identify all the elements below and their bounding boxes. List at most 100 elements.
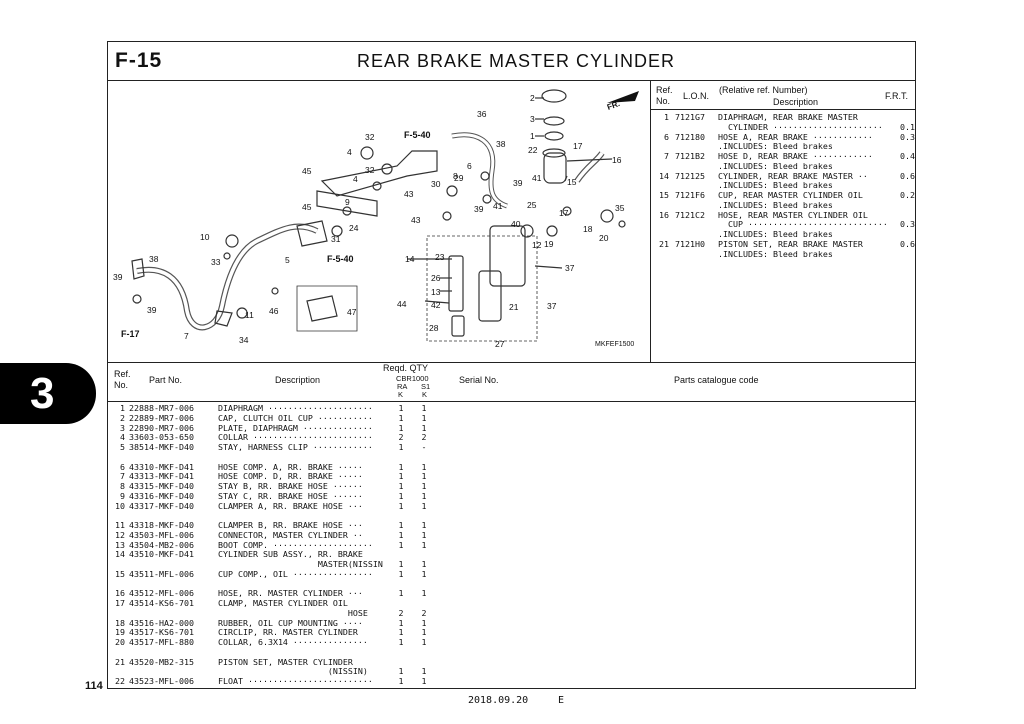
part-description-cell: HOSE, RR. MASTER CYLINDER ···	[218, 589, 363, 599]
callout-4b: 4	[353, 174, 358, 184]
kits-desc-cell: CYLINDER, REAR BRAKE MASTER ··	[718, 171, 868, 181]
part-number-cell: 43510-MKF-D41	[129, 550, 194, 560]
kits-header-no: No.	[656, 96, 671, 106]
part-ref-cell: 1	[120, 404, 125, 413]
qty-ra-cell: 1	[398, 530, 404, 540]
diagram-drawing	[131, 89, 639, 342]
kits-desc-cell: .INCLUDES: Bleed brakes	[718, 142, 833, 152]
kits-desc-cell: .INCLUDES: Bleed brakes	[718, 161, 833, 171]
callout-43a: 43	[404, 189, 414, 199]
ref-f540-mid[interactable]: F-5-40	[327, 254, 354, 264]
part-number-cell: 43511-MFL-006	[129, 569, 194, 579]
callout-38: 38	[496, 139, 506, 149]
callout-10: 10	[200, 232, 210, 242]
parts-header-reqd-qty: Reqd. QTY	[383, 363, 429, 373]
kits-lon-cell: 7121H0	[675, 239, 705, 249]
qty-ra-cell: 1	[398, 638, 404, 647]
table-row	[107, 453, 916, 463]
qty-s1-cell: 1	[421, 521, 427, 530]
callout-36: 36	[477, 109, 487, 119]
part-ref-cell: 11	[115, 521, 125, 530]
kits-ref-cell: 1	[664, 113, 669, 122]
part-number-cell: 43316-MKF-D40	[129, 491, 194, 501]
kits-desc-cell: .INCLUDES: Bleed brakes	[718, 200, 833, 210]
part-ref-cell: 8	[120, 482, 125, 491]
qty-s1-cell: 1	[421, 638, 427, 647]
kits-ref-cell: 6	[664, 132, 669, 142]
callout-32b: 32	[365, 165, 375, 175]
part-description-cell: HOSE	[218, 608, 368, 618]
page-frame	[107, 41, 916, 689]
callout-39a: 39	[513, 178, 523, 188]
qty-ra-cell: 1	[398, 501, 404, 511]
qty-s1-cell: 1	[421, 667, 427, 677]
qty-ra-cell: 1	[398, 462, 404, 472]
parts-header-serial: Serial No.	[459, 375, 499, 385]
kits-lon-cell: 7121B2	[675, 152, 705, 161]
callout-25: 25	[527, 200, 537, 210]
part-number-cell: 43512-MFL-006	[129, 589, 194, 599]
part-description-cell: CLAMPER A, RR. BRAKE HOSE ···	[218, 501, 363, 511]
part-number-cell: 43514-KS6-701	[129, 599, 194, 608]
callout-26: 26	[431, 273, 441, 283]
qty-s1-cell: 2	[421, 433, 427, 443]
callout-34: 34	[239, 335, 249, 345]
part-ref-cell: 5	[120, 443, 125, 452]
kits-desc-cell: .INCLUDES: Bleed brakes	[718, 181, 833, 191]
callout-32a: 32	[365, 132, 375, 142]
part-description-cell: FLOAT ·························	[218, 677, 373, 686]
qty-ra-cell: 1	[398, 589, 404, 599]
callout-33: 33	[211, 257, 221, 267]
callout-9: 9	[345, 197, 350, 207]
part-number-cell: 38514-MKF-D40	[129, 443, 194, 452]
qty-s1-cell: 1	[421, 482, 427, 491]
part-ref-cell: 13	[115, 540, 125, 550]
kits-desc-cell: PISTON SET, REAR BRAKE MASTER	[718, 239, 863, 249]
qty-ra-cell: 1	[398, 472, 404, 482]
part-ref-cell: 16	[115, 589, 125, 599]
kits-lon-cell: 712125	[675, 171, 705, 181]
part-ref-cell: 21	[115, 657, 125, 667]
part-description-cell: STAY C, RR. BRAKE HOSE ······	[218, 491, 363, 501]
page-title: REAR BRAKE MASTER CYLINDER	[357, 51, 676, 71]
callout-2: 2	[530, 93, 535, 103]
part-number-cell: 43315-MKF-D40	[129, 482, 194, 491]
callout-23: 23	[435, 252, 445, 262]
ref-f17[interactable]: F-17	[121, 329, 140, 339]
parts-header-s1: S1	[421, 382, 431, 391]
qty-s1-cell: 1	[421, 404, 427, 413]
qty-s1-cell: 1	[421, 530, 427, 540]
part-description-cell: HOSE COMP. D, RR. BRAKE ·····	[218, 472, 363, 482]
kits-lon-cell: 712180	[675, 132, 705, 142]
part-number-cell: 43313-MKF-D41	[129, 472, 194, 482]
qty-s1-cell: 1	[421, 491, 427, 501]
page-code: F-15	[115, 49, 163, 72]
part-description-cell: DIAPHRAGM ·····················	[218, 404, 373, 413]
kits-lon-cell: 7121G7	[675, 113, 705, 122]
callout-45a: 45	[302, 166, 312, 176]
callout-42: 42	[431, 300, 441, 310]
callout-29: 29	[454, 173, 464, 183]
kits-desc-cell: DIAPHRAGM, REAR BRAKE MASTER	[718, 113, 858, 122]
qty-s1-cell: 1	[421, 589, 427, 599]
divider-table-header	[107, 401, 916, 402]
part-description-cell: PLATE, DIAPHRAGM ··············	[218, 423, 373, 433]
part-ref-cell: 22	[115, 677, 125, 686]
part-ref-cell: 17	[115, 599, 125, 608]
kits-desc-cell: HOSE D, REAR BRAKE ············	[718, 152, 873, 161]
kits-header-desc: Description	[773, 97, 819, 107]
parts-header-ra: RA	[397, 382, 408, 391]
callout-21: 21	[509, 302, 519, 312]
ref-f540-top[interactable]: F-5-40	[404, 130, 431, 140]
part-number-cell: 43516-HA2-000	[129, 618, 194, 628]
